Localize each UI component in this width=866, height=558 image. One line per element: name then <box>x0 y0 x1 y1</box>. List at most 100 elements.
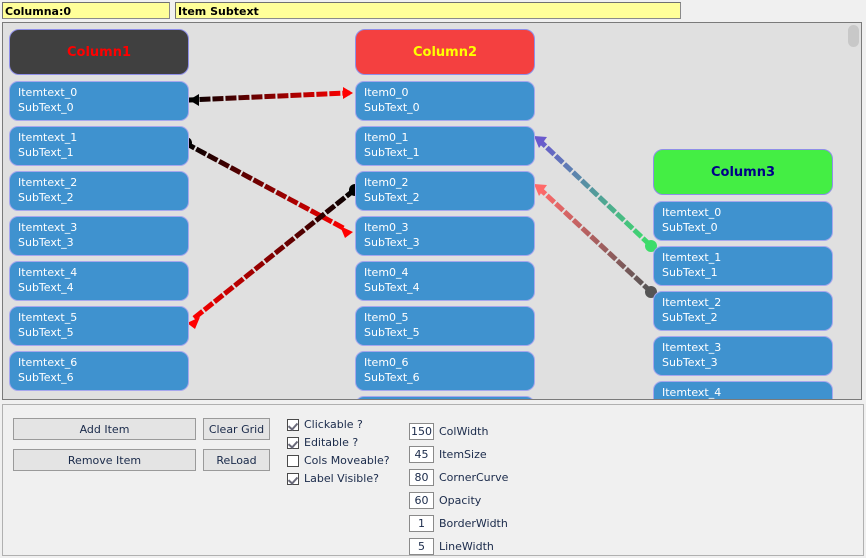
column-3[interactable]: Column3 Itemtext_0 SubText_0 Itemtext_1 … <box>653 149 833 399</box>
field-cornercurve[interactable]: 80 CornerCurve <box>409 469 508 486</box>
list-item[interactable]: Itemtext_3 SubText_3 <box>9 216 189 256</box>
checkbox-editable[interactable]: Editable ? <box>287 436 358 449</box>
item-text: Itemtext_3 <box>18 221 78 234</box>
column-3-header[interactable]: Column3 <box>653 149 833 195</box>
clear-grid-button[interactable]: Clear Grid <box>203 418 270 440</box>
item-text: Item0_6 <box>364 356 409 369</box>
item-subtext: SubText_1 <box>364 146 420 159</box>
column-name-input[interactable]: Columna:0 <box>2 2 170 19</box>
list-item[interactable]: Item0_4 SubText_4 <box>355 261 535 301</box>
checkmark-icon[interactable] <box>287 436 299 449</box>
list-item[interactable]: Item0_2 SubText_2 <box>355 171 535 211</box>
borderwidth-input[interactable]: 1 <box>409 515 434 532</box>
checkmark-icon[interactable] <box>287 418 299 431</box>
list-item[interactable]: Itemtext_0 SubText_0 <box>9 81 189 121</box>
item-text: Itemtext_5 <box>18 311 78 324</box>
field-itemsize[interactable]: 45 ItemSize <box>409 446 487 463</box>
item-text: Itemtext_0 <box>662 206 722 219</box>
item-subtext: SubText_4 <box>364 281 420 294</box>
item-text: Item0_2 <box>364 176 409 189</box>
opacity-label: Opacity <box>439 494 482 507</box>
item-subtext: SubText_5 <box>364 326 420 339</box>
list-item[interactable]: Itemtext_0 SubText_0 <box>653 201 833 241</box>
list-item[interactable]: Itemtext_4 SubText_4 <box>9 261 189 301</box>
list-item[interactable]: Itemtext_4 SubText_4 <box>653 381 833 399</box>
item-subtext: SubText_6 <box>364 371 420 384</box>
list-item[interactable]: Itemtext_2 SubText_2 <box>9 171 189 211</box>
checkmark-icon[interactable] <box>287 472 299 485</box>
item-subtext: SubText_0 <box>364 101 420 114</box>
item-subtext-input[interactable]: Item Subtext <box>175 2 681 19</box>
item-text: Item0_5 <box>364 311 409 324</box>
checkbox-label: Cols Moveable? <box>304 454 390 467</box>
list-item[interactable]: Itemtext_1 SubText_1 <box>9 126 189 166</box>
checkbox-label: Clickable ? <box>304 418 363 431</box>
item-subtext: SubText_3 <box>364 236 420 249</box>
add-item-button[interactable]: Add Item <box>13 418 196 440</box>
column-2-header[interactable]: Column2 <box>355 29 535 75</box>
list-item[interactable]: Itemtext_1 SubText_1 <box>653 246 833 286</box>
item-text: Itemtext_0 <box>18 86 78 99</box>
list-item[interactable] <box>355 396 535 399</box>
list-item[interactable]: Item0_5 SubText_5 <box>355 306 535 346</box>
column-2[interactable]: Column2 Item0_0 SubText_0 Item0_1 SubTex… <box>355 29 535 399</box>
itemsize-label: ItemSize <box>439 448 487 461</box>
item-subtext: SubText_1 <box>18 146 74 159</box>
item-subtext: SubText_1 <box>662 266 718 279</box>
field-linewidth[interactable]: 5 LineWidth <box>409 538 494 555</box>
list-item[interactable]: Itemtext_3 SubText_3 <box>653 336 833 376</box>
remove-item-button[interactable]: Remove Item <box>13 449 196 471</box>
item-text: Item0_4 <box>364 266 409 279</box>
borderwidth-label: BorderWidth <box>439 517 508 530</box>
top-field-bar: Columna:0 Item Subtext <box>0 0 866 21</box>
checkbox-cols-moveable[interactable]: Cols Moveable? <box>287 454 390 467</box>
list-item[interactable]: Item0_6 SubText_6 <box>355 351 535 391</box>
cornercurve-input[interactable]: 80 <box>409 469 434 486</box>
checkmark-icon[interactable] <box>287 454 299 467</box>
canvas-scrollbar[interactable] <box>848 25 859 399</box>
field-colwidth[interactable]: 150 ColWidth <box>409 423 488 440</box>
reload-button[interactable]: ReLoad <box>203 449 270 471</box>
item-text: Itemtext_2 <box>662 296 722 309</box>
connector-col3-item2-col2-item2 <box>534 184 657 298</box>
item-subtext: SubText_3 <box>18 236 74 249</box>
list-item[interactable]: Itemtext_6 SubText_6 <box>9 351 189 391</box>
item-text: Itemtext_6 <box>18 356 78 369</box>
opacity-input[interactable]: 60 <box>409 492 434 509</box>
field-borderwidth[interactable]: 1 BorderWidth <box>409 515 508 532</box>
column-1[interactable]: Column1 Itemtext_0 SubText_0 Itemtext_1 … <box>9 29 189 396</box>
item-subtext: SubText_0 <box>18 101 74 114</box>
item-text: Item0_3 <box>364 221 409 234</box>
list-item[interactable]: Itemtext_2 SubText_2 <box>653 291 833 331</box>
item-subtext: SubText_6 <box>18 371 74 384</box>
list-item[interactable]: Item0_0 SubText_0 <box>355 81 535 121</box>
item-subtext: SubText_5 <box>18 326 74 339</box>
item-text: Itemtext_4 <box>18 266 78 279</box>
item-text: Item0_1 <box>364 131 409 144</box>
field-opacity[interactable]: 60 Opacity <box>409 492 481 509</box>
item-subtext: SubText_3 <box>662 356 718 369</box>
checkbox-clickable[interactable]: Clickable ? <box>287 418 363 431</box>
linewidth-label: LineWidth <box>439 540 494 553</box>
control-panel: Add Item Remove Item Clear Grid ReLoad C… <box>2 404 864 556</box>
list-item[interactable]: Itemtext_5 SubText_5 <box>9 306 189 346</box>
scrollbar-thumb[interactable] <box>848 25 859 47</box>
cornercurve-label: CornerCurve <box>439 471 509 484</box>
column-1-header[interactable]: Column1 <box>9 29 189 75</box>
item-text: Itemtext_4 <box>662 386 722 399</box>
connector-col3-item1-col2-item1 <box>534 136 657 252</box>
item-subtext: SubText_2 <box>662 311 718 324</box>
checkbox-label: Label Visible? <box>304 472 379 485</box>
linewidth-input[interactable]: 5 <box>409 538 434 555</box>
colwidth-label: ColWidth <box>439 425 489 438</box>
list-item[interactable]: Item0_1 SubText_1 <box>355 126 535 166</box>
item-text: Itemtext_1 <box>18 131 78 144</box>
columns-canvas[interactable]: Column1 Itemtext_0 SubText_0 Itemtext_1 … <box>2 22 862 400</box>
item-subtext: SubText_4 <box>18 281 74 294</box>
checkbox-label-visible[interactable]: Label Visible? <box>287 472 379 485</box>
list-item[interactable]: Item0_3 SubText_3 <box>355 216 535 256</box>
itemsize-input[interactable]: 45 <box>409 446 434 463</box>
colwidth-input[interactable]: 150 <box>409 423 434 440</box>
item-text: Itemtext_2 <box>18 176 78 189</box>
